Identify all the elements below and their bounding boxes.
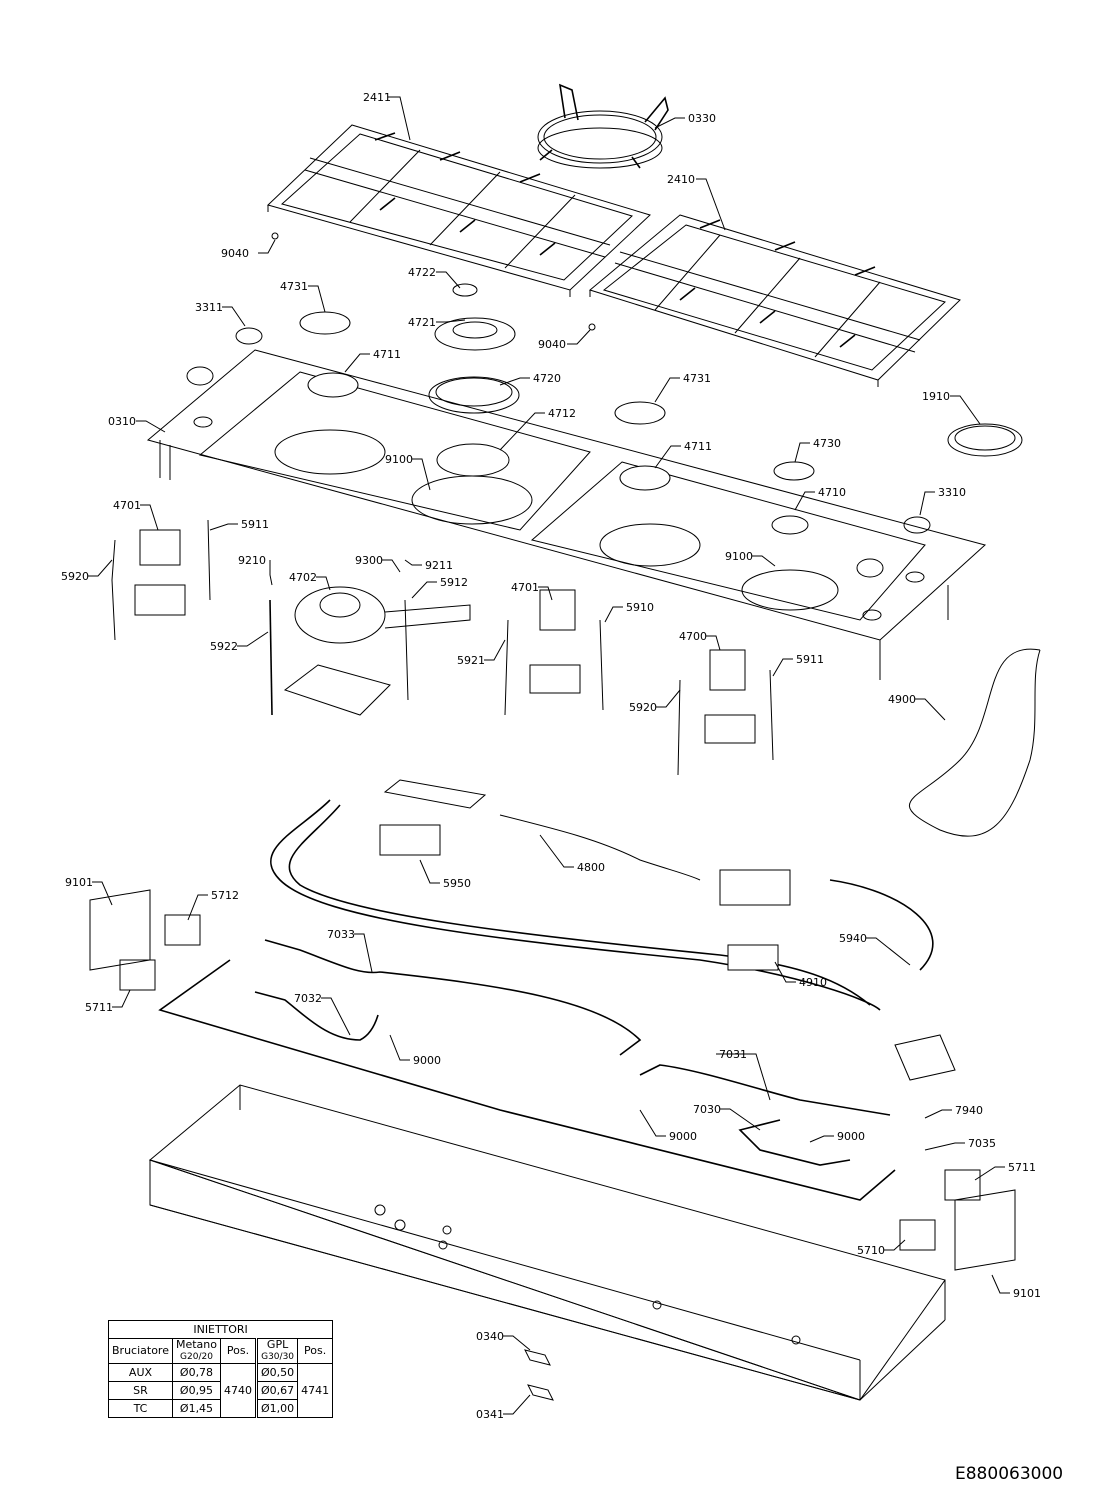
part-label: 5940 xyxy=(839,932,867,945)
part-label: 4701 xyxy=(511,581,539,594)
pos-metano-cell: 4740 xyxy=(220,1363,257,1418)
part-label: 0341 xyxy=(476,1408,504,1421)
metano-cell: Ø1,45 xyxy=(171,1399,222,1418)
header-gpl-label: GPL xyxy=(266,1338,289,1351)
part-label: 4800 xyxy=(577,861,605,874)
part-label: 4700 xyxy=(679,630,707,643)
part-label: 5921 xyxy=(457,654,485,667)
burner-cell: SR xyxy=(108,1381,173,1400)
part-label: 4910 xyxy=(799,976,827,989)
part-label: 9101 xyxy=(1013,1287,1041,1300)
wiring-harness xyxy=(270,779,934,1011)
part-label: 9000 xyxy=(837,1130,865,1143)
part-label: 3310 xyxy=(938,486,966,499)
header-gpl: GPL G30/30 xyxy=(254,1338,299,1364)
part-label: 9300 xyxy=(355,554,383,567)
table-title: INIETTORI xyxy=(107,1320,334,1339)
header-metano: Metano G20/20 xyxy=(171,1338,222,1364)
part-label: 7033 xyxy=(327,928,355,941)
header-pos-gpl: Pos. xyxy=(297,1338,334,1364)
part-label: 5712 xyxy=(211,889,239,902)
part-label: 9100 xyxy=(385,453,413,466)
metano-cell: Ø0,95 xyxy=(171,1381,222,1400)
part-label: 5950 xyxy=(443,877,471,890)
part-label: 5920 xyxy=(629,701,657,714)
gas-pipes xyxy=(158,939,896,1201)
part-label: 4730 xyxy=(813,437,841,450)
header-metano-sub: G20/20 xyxy=(180,1352,213,1362)
part-label: 9000 xyxy=(413,1054,441,1067)
part-label: 9040 xyxy=(221,247,249,260)
header-burner: Bruciatore xyxy=(108,1338,173,1364)
part-label: 5711 xyxy=(1008,1161,1036,1174)
part-label: 5711 xyxy=(85,1001,113,1014)
part-label: 7032 xyxy=(294,992,322,1005)
right-pan-support xyxy=(588,214,961,387)
part-label: 1910 xyxy=(922,390,950,403)
part-label: 7031 xyxy=(719,1048,747,1061)
left-pan-support xyxy=(267,124,651,297)
part-label: 5710 xyxy=(857,1244,885,1257)
part-label: 5920 xyxy=(61,570,89,583)
part-label: 7940 xyxy=(955,1104,983,1117)
part-label: 4712 xyxy=(548,407,576,420)
bottom-tray xyxy=(148,1084,946,1401)
part-label: 7030 xyxy=(693,1103,721,1116)
part-label: 9100 xyxy=(725,550,753,563)
part-label: 9211 xyxy=(425,559,453,572)
injector-table: INIETTORI Bruciatore Metano G20/20 Pos. … xyxy=(107,1320,334,1418)
header-metano-label: Metano xyxy=(175,1338,217,1351)
part-label: 5910 xyxy=(626,601,654,614)
header-gpl-sub: G30/30 xyxy=(261,1352,295,1362)
gpl-cell: Ø0,50 xyxy=(254,1363,299,1382)
part-labels: 2411 0330 2410 9040 4722 4731 4721 9040 … xyxy=(61,91,1041,1421)
wok-burner-body xyxy=(283,586,471,716)
part-label: 5912 xyxy=(440,576,468,589)
wok-ring xyxy=(537,83,669,169)
part-label: 4711 xyxy=(373,348,401,361)
gpl-cell: Ø1,00 xyxy=(254,1399,299,1418)
part-label: 7035 xyxy=(968,1137,996,1150)
part-label: 5922 xyxy=(210,640,238,653)
drawing-code: E880063000 xyxy=(955,1464,1064,1484)
burner-cell: TC xyxy=(108,1399,173,1418)
part-label: 2410 xyxy=(667,173,695,186)
burner-cell: AUX xyxy=(108,1363,173,1382)
part-label: 4721 xyxy=(408,316,436,329)
part-label: 2411 xyxy=(363,91,391,104)
burner-caps xyxy=(235,232,1023,534)
part-label: 0330 xyxy=(688,112,716,125)
thermocouples-and-electrodes xyxy=(111,519,774,776)
worktop xyxy=(146,349,987,680)
part-label: 4722 xyxy=(408,266,436,279)
part-label: 4731 xyxy=(683,372,711,385)
power-cable xyxy=(908,648,1041,837)
part-label: 4900 xyxy=(888,693,916,706)
part-label: 9000 xyxy=(669,1130,697,1143)
leader-lines xyxy=(88,96,1010,1415)
part-label: 0310 xyxy=(108,415,136,428)
gas-valves xyxy=(89,889,1016,1271)
part-label: 4711 xyxy=(684,440,712,453)
part-label: 0340 xyxy=(476,1330,504,1343)
part-label: 4720 xyxy=(533,372,561,385)
header-pos-metano: Pos. xyxy=(220,1338,257,1364)
part-label: 9101 xyxy=(65,876,93,889)
part-label: 5911 xyxy=(241,518,269,531)
part-label: 9210 xyxy=(238,554,266,567)
table-row: AUX Ø0,78 4740 Ø0,50 4741 xyxy=(108,1363,334,1418)
part-label: 5911 xyxy=(796,653,824,666)
pos-gpl-cell: 4741 xyxy=(297,1363,334,1418)
part-label: 3311 xyxy=(195,301,223,314)
metano-cell: Ø0,78 xyxy=(171,1363,222,1382)
part-label: 4701 xyxy=(113,499,141,512)
table-row: TC Ø1,45 Ø1,00 xyxy=(108,1399,333,1418)
part-label: 9040 xyxy=(538,338,566,351)
gpl-cell: Ø0,67 xyxy=(254,1381,299,1400)
part-label: 4702 xyxy=(289,571,317,584)
part-label: 4731 xyxy=(280,280,308,293)
part-label: 4710 xyxy=(818,486,846,499)
table-row: SR Ø0,95 Ø0,67 xyxy=(108,1381,333,1400)
